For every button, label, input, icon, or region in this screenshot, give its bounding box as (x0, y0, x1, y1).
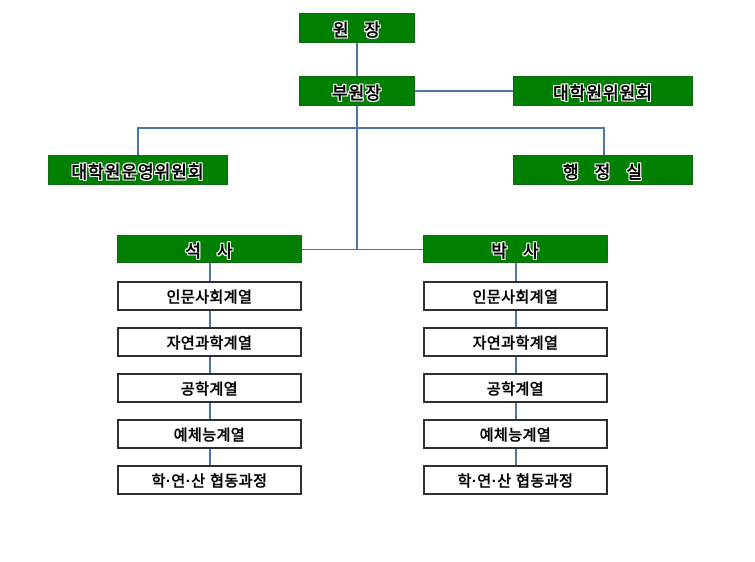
connector-masters-track-3 (209, 357, 211, 373)
connector-doctoral-track-1 (515, 263, 517, 281)
connector-doctoral-track-2 (515, 311, 517, 327)
node-administration-office: 행 정 실 (513, 155, 693, 185)
node-masters: 석 사 (117, 235, 302, 263)
node-doctoral: 박 사 (423, 235, 608, 263)
connector-vicedirector-trunk (356, 106, 358, 250)
connector-doctoral-track-3 (515, 357, 517, 373)
masters-track-engineering: 공학계열 (117, 373, 302, 403)
connector-doctoral-track-5 (515, 449, 517, 465)
masters-track-cooperative-program: 학·연·산 협동과정 (117, 465, 302, 495)
masters-track-humanities-social: 인문사회계열 (117, 281, 302, 311)
node-vice-director: 부원장 (299, 76, 415, 106)
connector-drop-operating-committee (137, 127, 139, 155)
doctoral-track-engineering: 공학계열 (423, 373, 608, 403)
node-graduate-school-operating-committee: 대학원운영위원회 (48, 155, 228, 185)
node-graduate-school-committee: 대학원위원회 (513, 76, 693, 106)
connector-drop-admin-office (603, 127, 605, 155)
connector-masters-track-2 (209, 311, 211, 327)
connector-masters-doctoral (301, 248, 423, 250)
connector-masters-track-1 (209, 263, 211, 281)
node-director: 원 장 (299, 13, 415, 43)
connector-masters-track-4 (209, 403, 211, 419)
connector-vicedirector-committee (415, 90, 513, 92)
masters-track-natural-sciences: 자연과학계열 (117, 327, 302, 357)
connector-masters-track-5 (209, 449, 211, 465)
masters-track-arts-physical: 예체능계열 (117, 419, 302, 449)
connector-branch-horizontal (137, 127, 604, 129)
doctoral-track-arts-physical: 예체능계열 (423, 419, 608, 449)
connector-director-vicedirector (356, 43, 358, 76)
doctoral-track-natural-sciences: 자연과학계열 (423, 327, 608, 357)
doctoral-track-cooperative-program: 학·연·산 협동과정 (423, 465, 608, 495)
connector-doctoral-track-4 (515, 403, 517, 419)
doctoral-track-humanities-social: 인문사회계열 (423, 281, 608, 311)
